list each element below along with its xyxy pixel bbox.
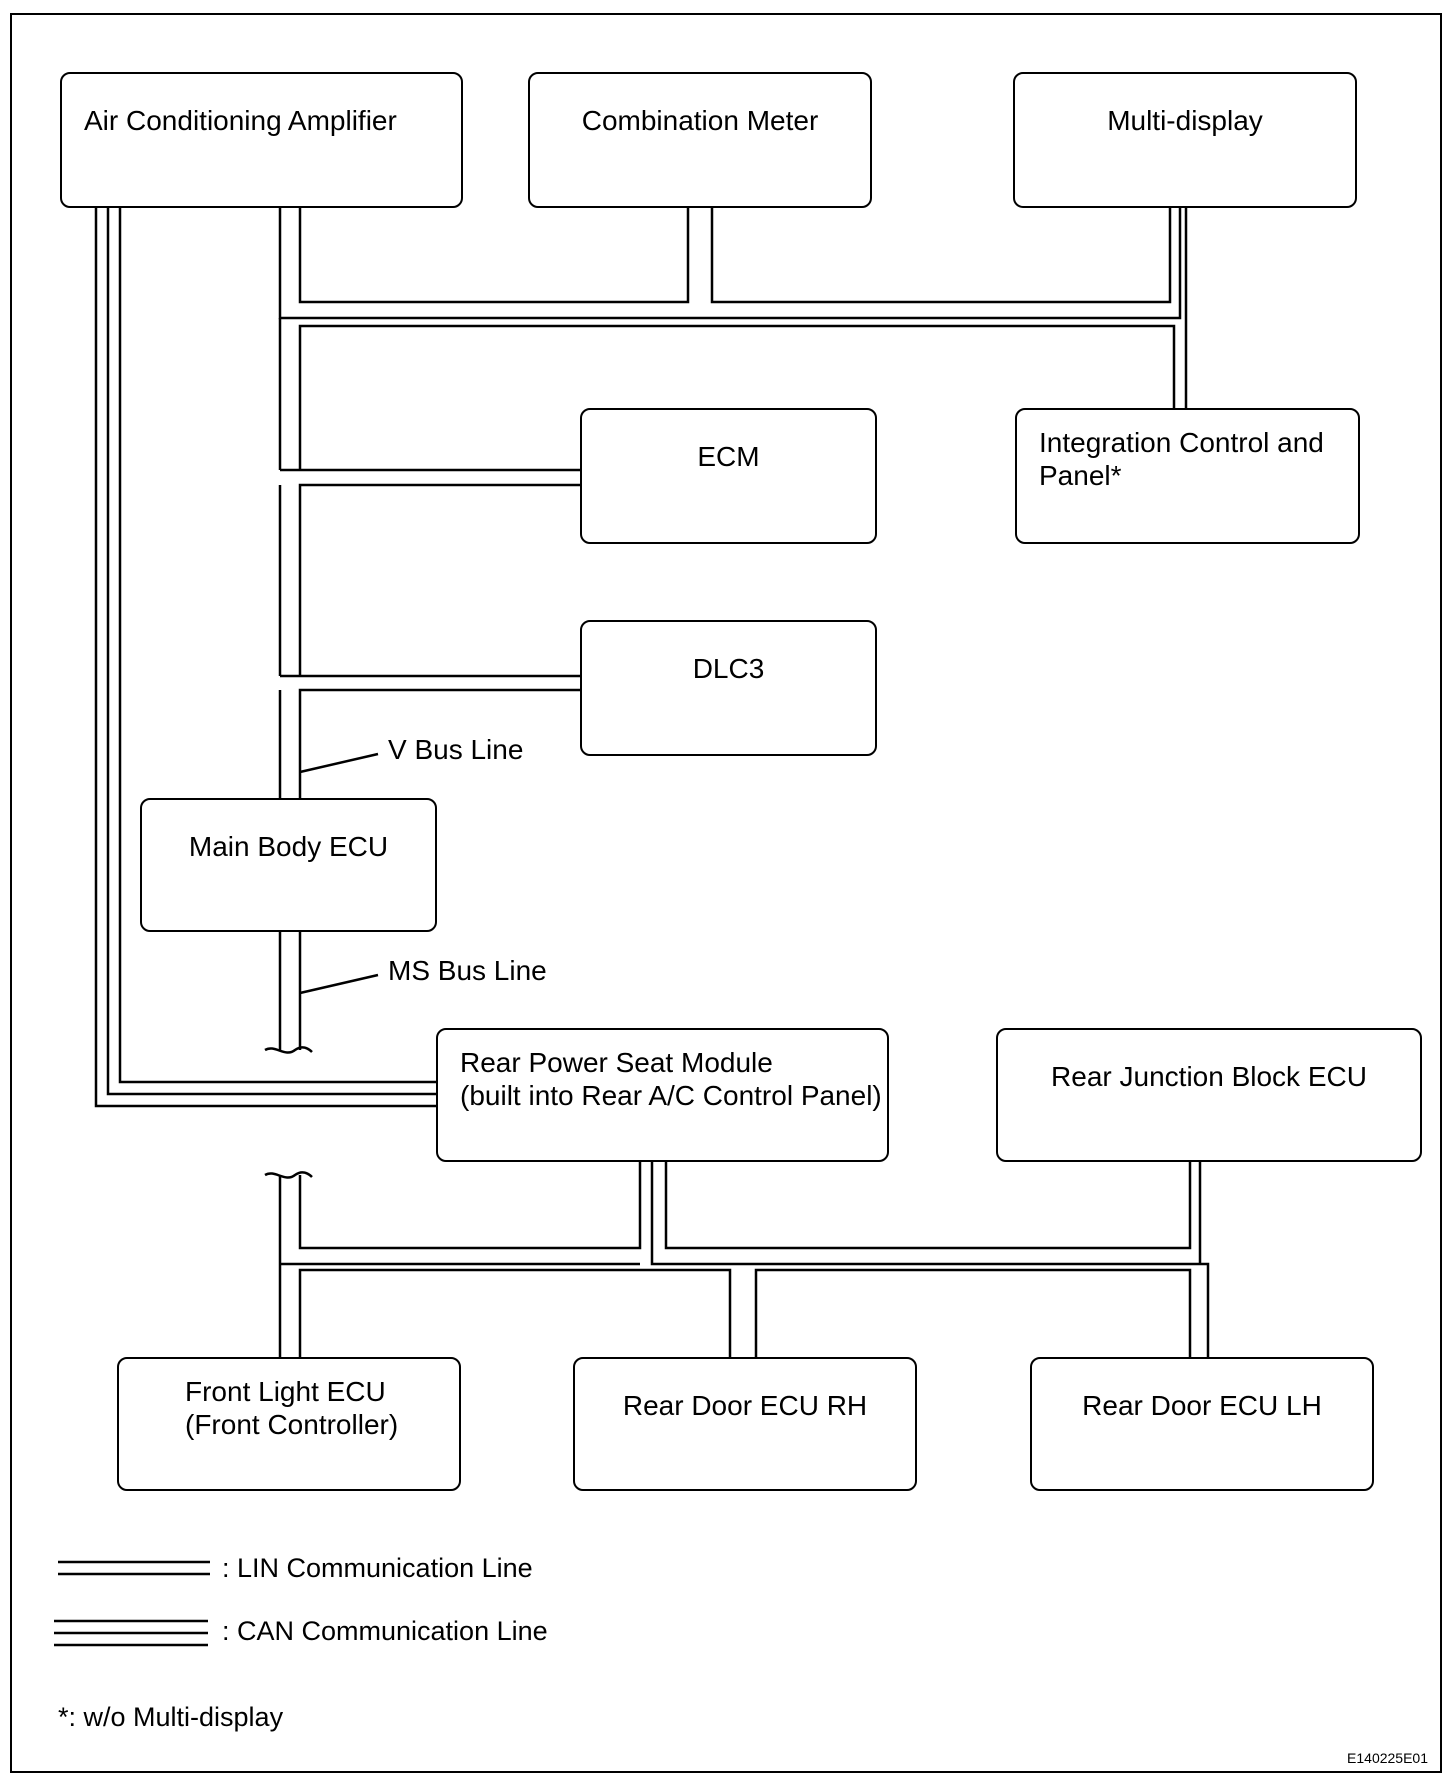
node-label: DLC3 <box>692 653 765 684</box>
node-label: Rear Power Seat Module (built into Rear … <box>460 1047 882 1111</box>
node-label: Rear Junction Block ECU <box>1051 1061 1367 1092</box>
node-front-light-ecu: Front Light ECU (Front Controller) <box>117 1357 461 1491</box>
ms-lower-lower-4 <box>754 1268 1192 1357</box>
lin-ac-inner <box>118 208 436 1084</box>
node-label: Air Conditioning Amplifier <box>84 105 397 136</box>
node-ac-amplifier: Air Conditioning Amplifier <box>60 72 463 208</box>
ms-lower-lower-3 <box>298 1268 732 1357</box>
node-label: ECM <box>697 441 760 472</box>
node-multi-display: Multi-display <box>1013 72 1357 208</box>
lin-ac-mid <box>106 208 436 1096</box>
node-rear-door-ecu-rh: Rear Door ECU RH <box>573 1357 917 1491</box>
v-bus-leader <box>299 752 379 774</box>
v-bus-wire-upper <box>278 208 1182 320</box>
ms-bus-leader <box>299 973 379 995</box>
lin-ac-outer <box>94 208 436 1108</box>
node-label: Rear Door ECU LH <box>1082 1390 1322 1421</box>
node-combination-meter: Combination Meter <box>528 72 872 208</box>
ms-lower-upper-2 <box>664 1162 1192 1250</box>
ms-bus-break-lower <box>264 1171 313 1179</box>
legend-lin-label: : LIN Communication Line <box>222 1553 533 1583</box>
v-bus-label: V Bus Line <box>388 734 524 765</box>
node-label: Rear Door ECU RH <box>622 1390 868 1421</box>
node-rear-door-ecu-lh: Rear Door ECU LH <box>1030 1357 1374 1491</box>
node-main-body-ecu: Main Body ECU <box>140 798 437 932</box>
v-bus-wire-lower-2 <box>298 483 580 676</box>
legend-can-label: : CAN Communication Line <box>222 1616 548 1646</box>
figure-code: E140225E01 <box>1347 1750 1428 1766</box>
node-integration-control-panel: Integration Control and Panel* <box>1015 408 1360 544</box>
node-label: Front Light ECU (Front Controller) <box>185 1376 399 1440</box>
v-bus-branch-ac <box>298 208 690 304</box>
v-bus-wire-lower <box>298 688 580 798</box>
node-rear-junction-block-ecu: Rear Junction Block ECU <box>996 1028 1422 1162</box>
node-dlc3: DLC3 <box>580 620 877 756</box>
node-rear-power-seat-module: Rear Power Seat Module (built into Rear … <box>436 1028 889 1162</box>
node-ecm: ECM <box>580 408 877 544</box>
node-label: Main Body ECU <box>188 831 389 862</box>
v-bus-wire-lower-3 <box>298 324 1176 470</box>
footnote: *: w/o Multi-display <box>58 1702 284 1732</box>
node-label: Integration Control and Panel* <box>1039 427 1324 491</box>
ms-lower-upper <box>298 1162 642 1250</box>
ms-lower-lower-2 <box>650 1162 1210 1357</box>
ms-bus-label: MS Bus Line <box>388 955 547 986</box>
ms-bus-break-upper <box>264 1046 313 1054</box>
node-label: Combination Meter <box>581 105 819 136</box>
diagram-frame <box>10 13 1442 1773</box>
v-bus-branch-meter <box>710 208 1172 304</box>
node-label: Multi-display <box>1107 105 1263 136</box>
